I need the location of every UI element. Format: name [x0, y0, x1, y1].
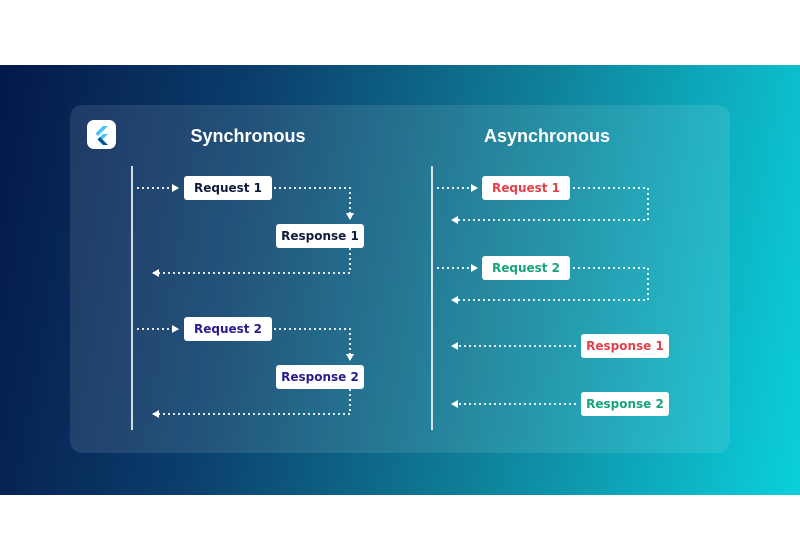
sync-request-1-box: Request 1	[184, 176, 272, 200]
async-arrow-return-2	[451, 267, 649, 304]
sync-response-1-box: Response 1	[276, 224, 364, 248]
async-arrow-return-1	[451, 187, 649, 224]
async-request-1-box: Request 1	[482, 176, 570, 200]
async-response-1-box: Response 1	[581, 334, 669, 358]
banner-background	[0, 65, 800, 495]
asynchronous-title: Asynchronous	[483, 126, 611, 146]
synchronous-title: Synchronous	[190, 126, 306, 146]
sync-arrow-to-response-1	[274, 187, 354, 220]
sync-arrow-return-1	[152, 248, 351, 277]
async-request-2-box: Request 2	[482, 256, 570, 280]
sync-request-2-box: Request 2	[184, 317, 272, 341]
sync-arrow-return-2	[152, 389, 351, 418]
async-response-2-box: Response 2	[581, 392, 669, 416]
sync-arrow-to-response-2	[274, 328, 354, 361]
sync-response-2-box: Response 2	[276, 365, 364, 389]
flutter-logo-icon	[87, 120, 116, 149]
